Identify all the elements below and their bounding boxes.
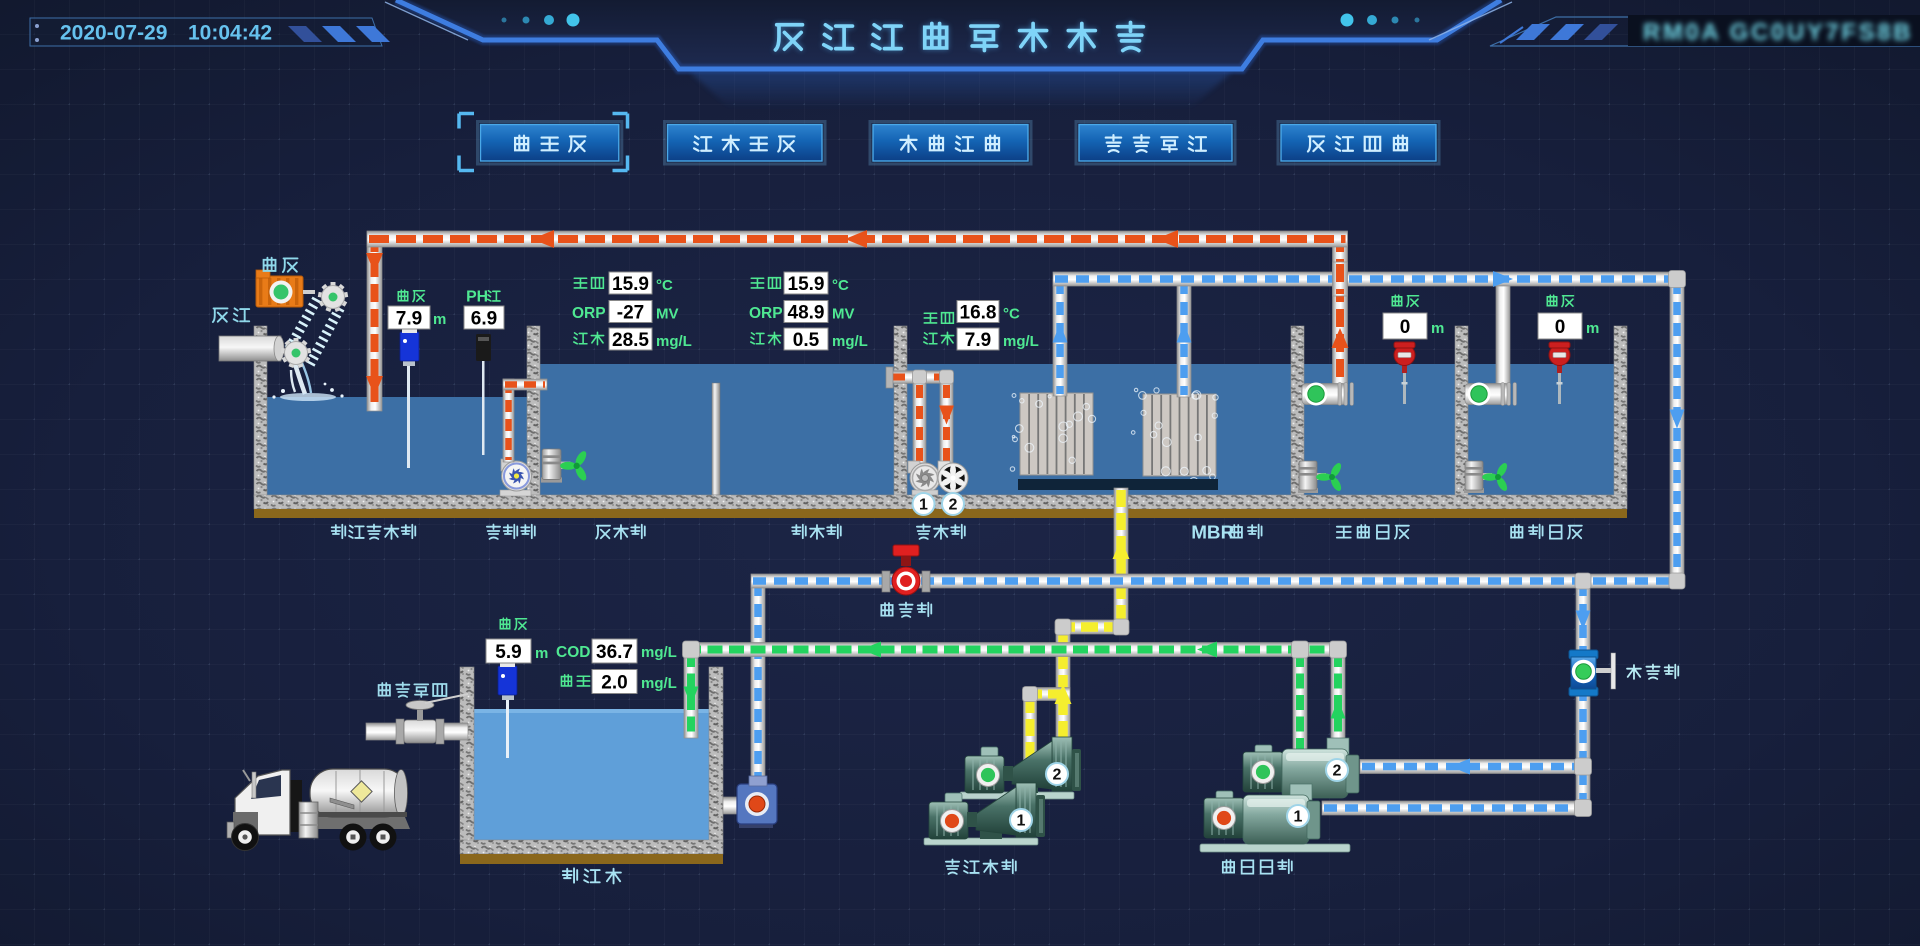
svg-text:°C: °C — [832, 277, 849, 294]
svg-text:mg/L: mg/L — [656, 333, 692, 350]
svg-text:mg/L: mg/L — [641, 644, 677, 661]
svg-text:15.9: 15.9 — [788, 274, 825, 295]
svg-text:2: 2 — [1333, 763, 1342, 780]
svg-text:0: 0 — [1555, 317, 1566, 338]
svg-text:7.9: 7.9 — [965, 330, 991, 351]
svg-text:m: m — [1586, 320, 1599, 337]
svg-text:7.9: 7.9 — [396, 308, 422, 329]
svg-text:COD: COD — [556, 644, 590, 661]
svg-text:16.8: 16.8 — [960, 302, 997, 323]
svg-text:2: 2 — [1053, 767, 1062, 784]
svg-text:°C: °C — [656, 277, 673, 294]
svg-text:1: 1 — [919, 497, 928, 514]
svg-text:ORP: ORP — [572, 305, 606, 322]
svg-text:6.9: 6.9 — [471, 308, 497, 329]
svg-text:°C: °C — [1003, 306, 1020, 323]
svg-text:0.5: 0.5 — [793, 330, 820, 351]
svg-text:m: m — [1431, 320, 1444, 337]
svg-text:m: m — [535, 645, 548, 662]
svg-text:mg/L: mg/L — [641, 675, 677, 692]
svg-text:15.9: 15.9 — [612, 274, 649, 295]
svg-text:2020-07-29: 2020-07-29 — [60, 22, 167, 45]
svg-text:MBR: MBR — [1191, 523, 1234, 544]
svg-text:PH: PH — [466, 288, 488, 305]
svg-text:MV: MV — [656, 306, 679, 323]
svg-text:28.5: 28.5 — [612, 330, 649, 351]
svg-text:mg/L: mg/L — [1003, 333, 1039, 350]
svg-text:m: m — [433, 311, 446, 328]
svg-text:1: 1 — [1294, 809, 1303, 826]
svg-text:0: 0 — [1400, 317, 1411, 338]
svg-text:RM0A GC0UY7FS8B: RM0A GC0UY7FS8B — [1643, 19, 1913, 46]
svg-text:1: 1 — [1017, 813, 1026, 830]
svg-text:-27: -27 — [617, 302, 644, 323]
svg-text:5.9: 5.9 — [495, 642, 521, 663]
svg-text:48.9: 48.9 — [788, 302, 825, 323]
svg-text:2: 2 — [949, 497, 958, 514]
svg-text:MV: MV — [832, 306, 855, 323]
svg-text:2.0: 2.0 — [601, 672, 627, 693]
svg-text:36.7: 36.7 — [596, 642, 633, 663]
svg-text:10:04:42: 10:04:42 — [188, 22, 272, 45]
svg-text:ORP: ORP — [749, 305, 783, 322]
svg-text:mg/L: mg/L — [832, 333, 868, 350]
